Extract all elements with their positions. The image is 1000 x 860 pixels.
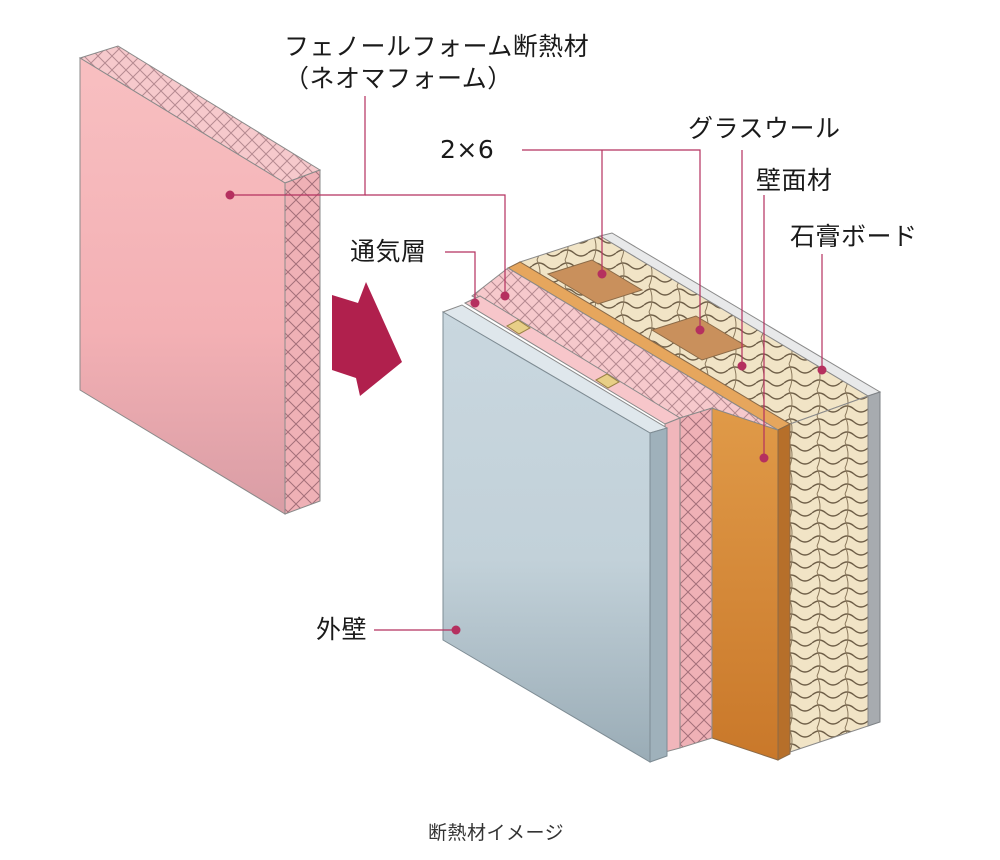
label-wall-sheathing: 壁面材 — [756, 166, 833, 195]
label-exterior-wall: 外壁 — [316, 615, 368, 644]
phenolic-foam-board — [78, 45, 322, 515]
furring-strip — [506, 319, 531, 335]
stud-2x6-top — [650, 315, 748, 361]
label-air-layer: 通気層 — [350, 237, 427, 266]
wall-sheathing-layer — [506, 261, 792, 761]
leader-lines — [230, 96, 823, 631]
label-phenolic-foam: フェノールフォーム断熱材 — [284, 32, 590, 61]
furring-strip — [595, 373, 620, 389]
image-caption: 断熱材イメージ — [428, 822, 565, 844]
gypsum-board-layer — [598, 232, 882, 727]
label-glass-wool: グラスウール — [688, 114, 841, 143]
stud-2x6-top — [546, 259, 644, 305]
label-stud-2x6: 2×6 — [440, 135, 495, 164]
leader-dots — [225, 190, 827, 635]
label-gypsum-board: 石膏ボード — [790, 222, 918, 251]
air-layer — [463, 295, 682, 753]
label-phenolic-foam-product: （ネオマフォーム） — [284, 64, 513, 93]
exterior-wall-panel — [441, 304, 669, 763]
direction-arrow-icon — [332, 282, 402, 396]
